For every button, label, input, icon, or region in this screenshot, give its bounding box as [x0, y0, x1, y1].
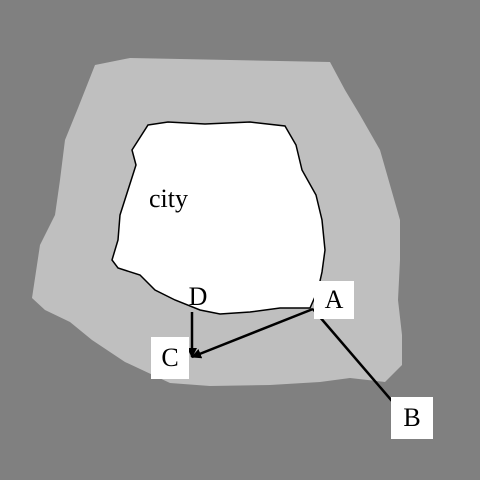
arrow-a-to-c — [191, 307, 314, 359]
city-area — [111, 121, 326, 315]
city-label: city — [149, 184, 188, 213]
point-label-c: C — [151, 337, 189, 379]
point-label-d: D — [188, 282, 208, 311]
arrow-a-to-b — [312, 308, 405, 416]
point-label-b: B — [391, 397, 433, 439]
point-label-a: A — [314, 281, 354, 319]
